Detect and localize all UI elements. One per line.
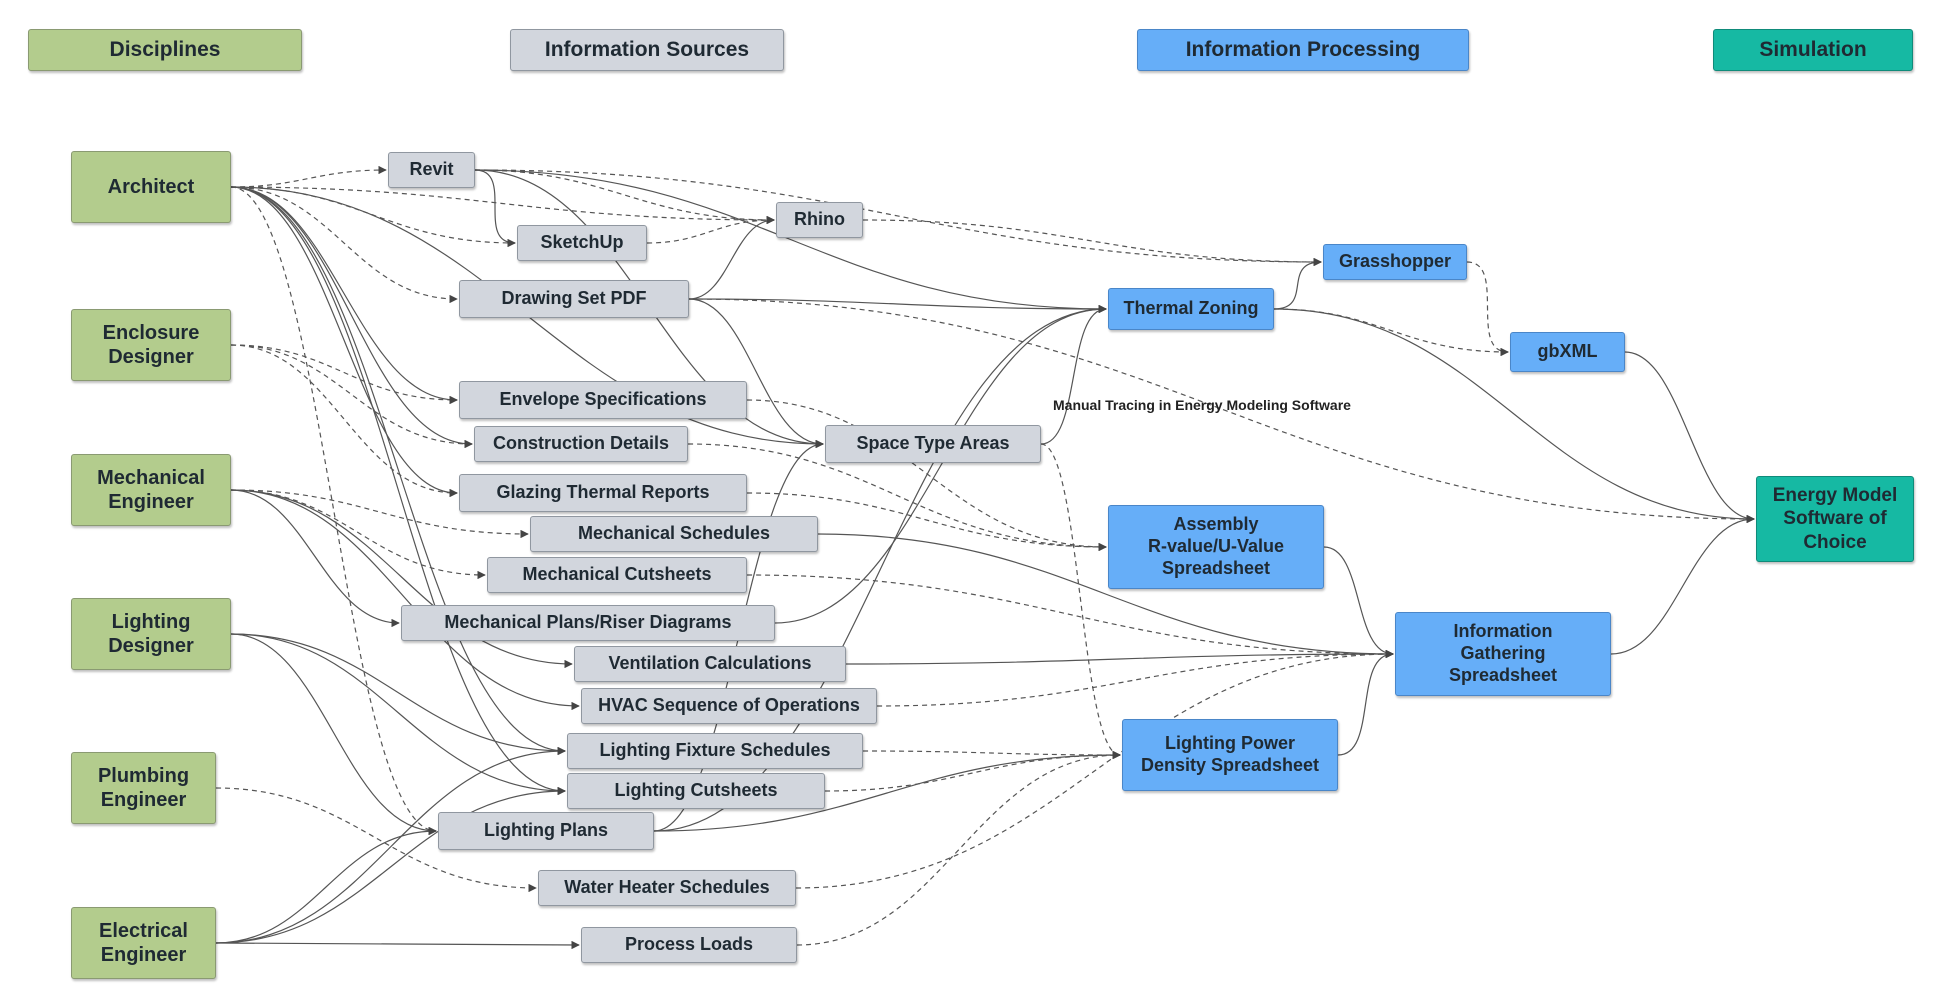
connector-electrical-to-lfixture — [215, 746, 566, 944]
node-mechanical-schedules: Mechanical Schedules — [530, 516, 818, 552]
connector-thermal-to-grass — [1273, 257, 1322, 310]
node-grasshopper: Grasshopper — [1323, 244, 1467, 280]
connector-mechcut-to-info — [746, 574, 1394, 659]
node-mechanical-cutsheets: Mechanical Cutsheets — [487, 557, 747, 593]
connector-hvac-to-info — [876, 649, 1394, 707]
node-process-loads: Process Loads — [581, 927, 797, 963]
node-electrical-engineer: Electrical Engineer — [71, 907, 216, 979]
header-information-processing: Information Processing — [1137, 29, 1469, 71]
connector-architect-to-envelope — [230, 186, 458, 405]
connector-enclosure-to-glazing — [230, 344, 458, 498]
connector-process-to-lpd — [796, 750, 1121, 946]
node-construction-details: Construction Details — [474, 426, 688, 462]
connector-construction-to-assembly — [687, 443, 1107, 552]
connector-drawing-to-space — [688, 298, 824, 449]
connector-assembly-to-info — [1323, 546, 1394, 659]
connector-info-to-energy — [1610, 514, 1755, 655]
node-space-type-areas: Space Type Areas — [825, 425, 1041, 463]
connector-revit-to-sketchup — [474, 169, 516, 248]
node-glazing-thermal-reports: Glazing Thermal Reports — [459, 474, 747, 512]
connector-lighting-to-lplans — [230, 633, 437, 836]
connector-mechsched-to-info — [817, 533, 1394, 659]
connector-revit-to-grass — [474, 169, 1322, 267]
connector-thermal-to-energy — [1273, 308, 1755, 524]
connector-mechanical-to-mechsched — [230, 489, 529, 539]
node-assembly-r-value-u-value-spreadsheet: Assembly R-value/U-Value Spreadsheet — [1108, 505, 1324, 589]
node-mechanical-plans-riser-diagrams: Mechanical Plans/Riser Diagrams — [401, 605, 775, 641]
connector-electrical-to-lcut — [215, 786, 566, 944]
connector-envelope-to-assembly — [746, 399, 1107, 552]
connector-architect-to-lcut — [230, 186, 566, 796]
node-lighting-plans: Lighting Plans — [438, 812, 654, 850]
connector-mechplans-to-thermal — [774, 304, 1107, 624]
connector-glazing-to-assembly — [746, 492, 1107, 552]
connector-revit-to-rhino — [474, 169, 775, 225]
connector-gbxml-to-energy — [1624, 351, 1755, 524]
node-ventilation-calculations: Ventilation Calculations — [574, 646, 846, 682]
connector-mechanical-to-hvac — [230, 489, 580, 711]
node-hvac-sequence-of-operations: HVAC Sequence of Operations — [581, 688, 877, 724]
node-plumbing-engineer: Plumbing Engineer — [71, 752, 216, 824]
node-gbxml: gbXML — [1510, 332, 1625, 372]
header-simulation: Simulation — [1713, 29, 1913, 71]
header-disciplines: Disciplines — [28, 29, 302, 71]
connector-architect-to-rhino — [230, 186, 775, 225]
connector-revit-to-thermal — [474, 169, 1107, 314]
node-enclosure-designer: Enclosure Designer — [71, 309, 231, 381]
connector-lighting-to-lcut — [230, 633, 566, 796]
connector-drawing-to-rhino — [688, 215, 775, 300]
connector-architect-to-revit — [230, 165, 387, 188]
connector-electrical-to-lplans — [215, 826, 437, 944]
node-envelope-specifications: Envelope Specifications — [459, 381, 747, 419]
header-information-sources: Information Sources — [510, 29, 784, 71]
connector-thermal-to-gbxml — [1273, 308, 1509, 357]
connector-enclosure-to-envelope — [230, 344, 458, 405]
connector-architect-to-lfixture — [230, 186, 566, 756]
node-sketchup: SketchUp — [517, 225, 647, 261]
node-lighting-fixture-schedules: Lighting Fixture Schedules — [567, 733, 863, 769]
connector-lfixture-to-lpd — [862, 750, 1121, 760]
connector-drawing-to-thermal — [688, 298, 1107, 314]
connector-architect-to-lplans — [230, 186, 437, 836]
node-mechanical-engineer: Mechanical Engineer — [71, 454, 231, 526]
node-revit: Revit — [388, 152, 475, 188]
node-lighting-power-density-spreadsheet: Lighting Power Density Spreadsheet — [1122, 719, 1338, 791]
node-architect: Architect — [71, 151, 231, 223]
connector-vent-to-info — [845, 649, 1394, 665]
node-rhino: Rhino — [776, 202, 863, 238]
connector-enclosure-to-construction — [230, 344, 473, 449]
connector-architect-to-construction — [230, 186, 473, 449]
node-lighting-cutsheets: Lighting Cutsheets — [567, 773, 825, 809]
connector-grass-to-gbxml — [1466, 261, 1509, 357]
connector-lplans-to-lpd — [653, 750, 1121, 832]
connector-mechanical-to-vent — [230, 489, 573, 669]
connector-architect-to-glazing — [230, 186, 458, 498]
node-information-gathering-spreadsheet: Information Gathering Spreadsheet — [1395, 612, 1611, 696]
connector-drawing-to-energy — [688, 298, 1755, 524]
node-water-heater-schedules: Water Heater Schedules — [538, 870, 796, 906]
node-energy-model-software-of-choice: Energy Model Software of Choice — [1756, 476, 1914, 562]
connector-sketchup-to-rhino — [646, 215, 775, 244]
connector-lpd-to-info — [1337, 649, 1394, 756]
connector-lcut-to-lpd — [824, 750, 1121, 792]
connector-electrical-to-process — [215, 940, 580, 950]
connector-mechanical-to-mechplans — [230, 489, 400, 628]
connector-rhino-to-grass — [862, 219, 1322, 267]
connector-architect-to-drawing — [230, 186, 458, 304]
node-thermal-zoning: Thermal Zoning — [1108, 288, 1274, 330]
connector-lighting-to-lfixture — [230, 633, 566, 756]
connector-space-to-lpd — [1040, 443, 1121, 760]
node-drawing-set-pdf: Drawing Set PDF — [459, 280, 689, 318]
connector-space-to-thermal — [1040, 304, 1107, 445]
connector-water-to-info — [795, 649, 1394, 889]
node-lighting-designer: Lighting Designer — [71, 598, 231, 670]
annotation-manual-tracing: Manual Tracing in Energy Modeling Softwa… — [1053, 397, 1351, 413]
